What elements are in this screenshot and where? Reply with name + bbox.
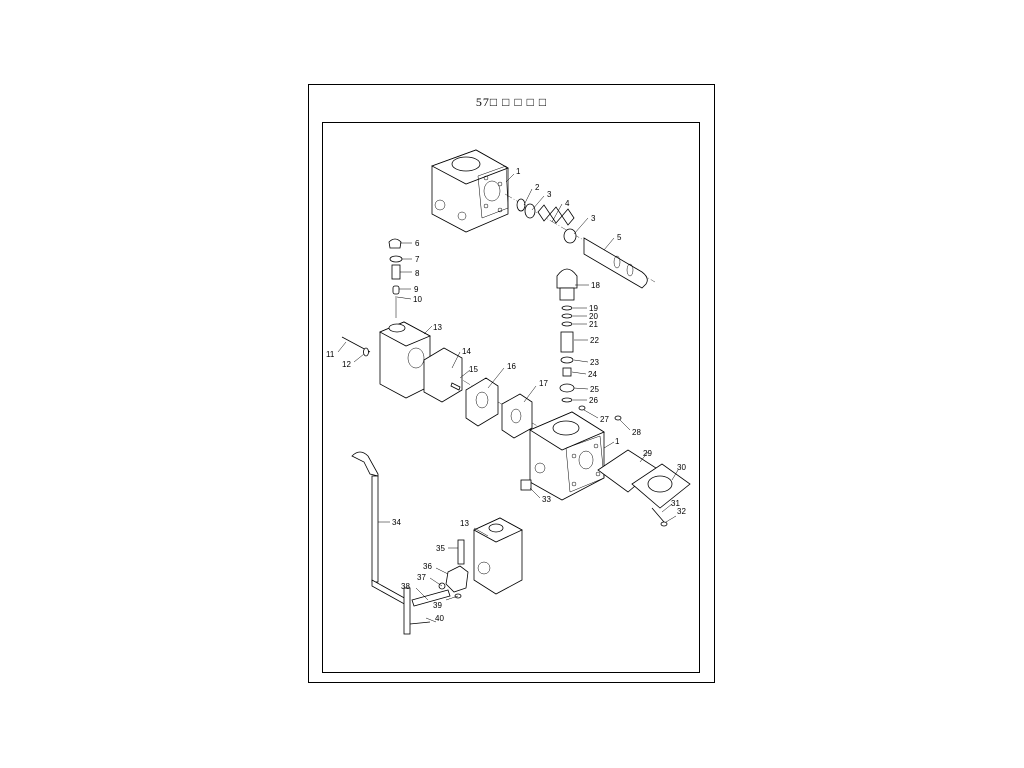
callout-19: 19 bbox=[589, 304, 598, 313]
callout-20: 20 bbox=[589, 312, 598, 321]
callout-10: 10 bbox=[413, 295, 422, 304]
callout-37: 37 bbox=[417, 573, 426, 582]
callout-15: 15 bbox=[469, 365, 478, 374]
callout-17: 17 bbox=[539, 379, 548, 388]
callout-14: 14 bbox=[462, 347, 471, 356]
callout-9: 9 bbox=[414, 285, 419, 294]
callout-23: 23 bbox=[590, 358, 599, 367]
callout-7: 7 bbox=[415, 255, 420, 264]
callout-36: 36 bbox=[423, 562, 432, 571]
upper-valve-body bbox=[431, 149, 509, 233]
plug-33 bbox=[520, 479, 532, 491]
callout-24: 24 bbox=[588, 370, 597, 379]
callout-18: 18 bbox=[591, 281, 600, 290]
callout-11: 11 bbox=[326, 350, 335, 359]
bolt-11-washer-12 bbox=[341, 336, 371, 357]
callout-8: 8 bbox=[415, 269, 420, 278]
callout-1-lower: 1 bbox=[615, 437, 620, 446]
callout-3-lower: 3 bbox=[591, 214, 596, 223]
callout-13-lower: 13 bbox=[460, 519, 469, 528]
control-lever-34 bbox=[351, 451, 431, 635]
callout-38: 38 bbox=[401, 582, 410, 591]
screws-27-28 bbox=[578, 405, 622, 421]
callout-40: 40 bbox=[435, 614, 444, 623]
callout-29: 29 bbox=[643, 449, 652, 458]
callout-13-upper: 13 bbox=[433, 323, 442, 332]
callout-32: 32 bbox=[677, 507, 686, 516]
callout-3-upper: 3 bbox=[547, 190, 552, 199]
callout-12: 12 bbox=[342, 360, 351, 369]
gasket-plates-14-17 bbox=[423, 347, 533, 439]
vertical-valve-stack-18-26 bbox=[556, 268, 578, 403]
callout-33: 33 bbox=[542, 495, 551, 504]
lower-left-valve-body bbox=[473, 517, 523, 595]
callout-25: 25 bbox=[590, 385, 599, 394]
callout-28: 28 bbox=[632, 428, 641, 437]
callout-2: 2 bbox=[535, 183, 540, 192]
callout-5: 5 bbox=[617, 233, 622, 242]
callout-6: 6 bbox=[415, 239, 420, 248]
drawing-frame bbox=[322, 122, 700, 673]
lower-valve-body bbox=[529, 411, 605, 501]
callout-22: 22 bbox=[590, 336, 599, 345]
callout-4: 4 bbox=[565, 199, 570, 208]
callout-34: 34 bbox=[392, 518, 401, 527]
callout-labels: 1 2 3 4 3 5 6 7 8 9 10 11 12 13 14 15 16… bbox=[326, 167, 686, 623]
callout-21: 21 bbox=[589, 320, 598, 329]
callout-16: 16 bbox=[507, 362, 516, 371]
leader-lines bbox=[337, 173, 679, 623]
drawing-sheet: 57□ □ □ □ □ bbox=[308, 84, 715, 683]
callout-31: 31 bbox=[671, 499, 680, 508]
callout-30: 30 bbox=[677, 463, 686, 472]
callout-27: 27 bbox=[600, 415, 609, 424]
linkage-parts-35-40 bbox=[411, 539, 469, 607]
callout-1-upper: 1 bbox=[516, 167, 521, 176]
callout-35: 35 bbox=[436, 544, 445, 553]
callout-39: 39 bbox=[433, 601, 442, 610]
callout-26: 26 bbox=[589, 396, 598, 405]
left-valve-body bbox=[379, 321, 431, 399]
sheet-title: 57□ □ □ □ □ bbox=[475, 95, 548, 109]
relief-valve-stack-6-10 bbox=[388, 238, 403, 318]
